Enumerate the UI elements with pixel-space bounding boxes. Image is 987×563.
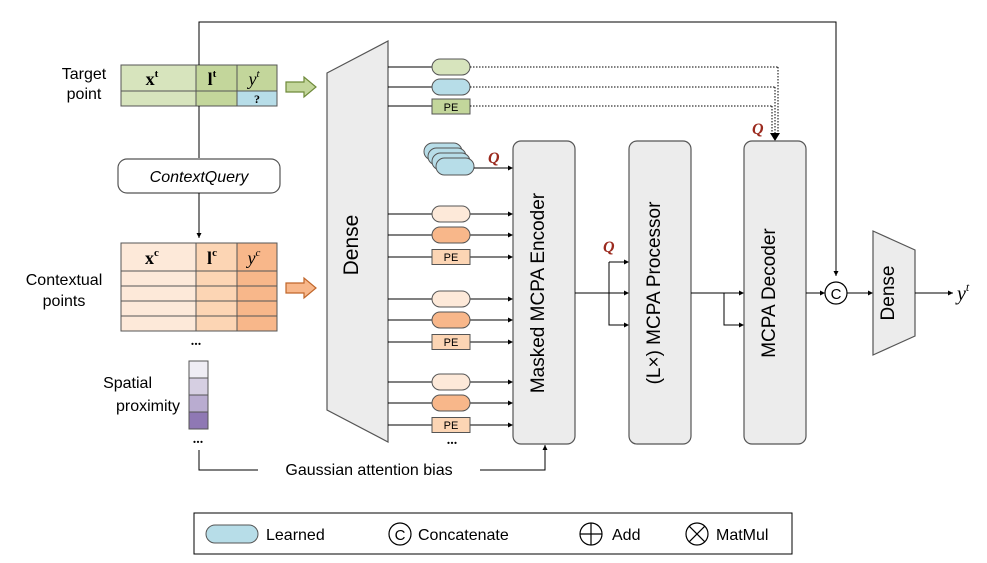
spatial-proximity-label-line1: Spatial: [103, 375, 152, 392]
context-pe-label: PE: [444, 420, 459, 432]
target-row2-l: [195, 90, 238, 107]
dense-block: [326, 40, 389, 443]
decoder-label: MCPA Decoder: [759, 228, 780, 358]
target-table: xt lt yt ?: [120, 64, 278, 107]
target-cell-y: [236, 64, 278, 92]
context-embed-token: [431, 290, 471, 308]
embedding-ellipsis: ...: [447, 433, 458, 448]
context-embed-token: [431, 205, 471, 223]
proximity-ellipsis: ...: [193, 432, 204, 447]
context-row-cell: [120, 315, 197, 332]
context-pe-label: PE: [444, 252, 459, 264]
context-pe-box: [431, 417, 471, 433]
proximity-cell: [188, 394, 209, 413]
legend-matmul-label: MatMul: [716, 527, 768, 544]
context-pe-box: [431, 249, 471, 265]
contextual-points-label-line1: Contextual: [26, 272, 103, 289]
contextual-points-label-line2: points: [43, 293, 86, 310]
processor-label: (L×) MCPA Processor: [644, 201, 665, 385]
context-row-cell: [120, 285, 197, 302]
context-pe-label: PE: [444, 337, 459, 349]
target-y-header: yt: [246, 68, 260, 89]
proximity-cell: [188, 377, 209, 396]
legend-learned-label: Learned: [266, 527, 325, 544]
proximity-cell: [188, 411, 209, 430]
target-cell-x: [120, 64, 197, 92]
output-dense-label: Dense: [878, 266, 899, 321]
legend: Learned C Concatenate Add MatMul: [193, 512, 793, 555]
legend-add-icon: [579, 522, 603, 546]
output-dense-block: [872, 230, 916, 356]
processor-q-label: Q: [603, 239, 615, 256]
context-y-header: yc: [246, 247, 261, 268]
legend-concat-icon-symbol: C: [395, 527, 406, 544]
target-to-dense-arrow: [285, 75, 317, 99]
context-embeddings: PE PE PE: [388, 205, 513, 433]
legend-matmul-icon: [685, 522, 709, 546]
encoder-q-label: Q: [488, 150, 500, 167]
target-unknown-mark: ?: [254, 92, 260, 106]
context-row-cell: [236, 300, 278, 317]
decoder-q-label: Q: [752, 121, 764, 138]
context-l-header: lc: [207, 247, 217, 268]
context-row-cell: [195, 300, 238, 317]
target-x-header: xt: [146, 68, 159, 89]
target-pe-label: PE: [444, 102, 459, 114]
proximity-cell: [188, 360, 209, 379]
context-row-cell: [120, 300, 197, 317]
context-ellipsis: ...: [191, 334, 202, 349]
legend-add-label: Add: [612, 527, 640, 544]
context-embed-token: [431, 226, 471, 244]
context-row-cell: [195, 315, 238, 332]
concat-node-symbol: C: [831, 286, 842, 303]
context-row-cell: [236, 285, 278, 302]
spatial-proximity-label-line2: proximity: [116, 398, 180, 415]
context-cell-x: [120, 242, 197, 272]
context-row-cell: [120, 270, 197, 287]
context-table: xc lc yc ...: [120, 242, 278, 349]
learned-query-token: [435, 157, 475, 176]
context-embed-token: [431, 394, 471, 412]
context-row-cell: [195, 285, 238, 302]
context-row-cell: [236, 315, 278, 332]
target-embed-token: [431, 58, 471, 76]
context-cell-y: [236, 242, 278, 272]
processor-to-decoder-branch: [723, 293, 744, 328]
target-l-header: lt: [208, 68, 217, 89]
context-row-cell: [236, 270, 278, 287]
context-x-header: xc: [145, 247, 159, 268]
context-query-label: ContextQuery: [150, 169, 250, 186]
output-label: yt: [955, 280, 970, 305]
gaussian-bias-line: [198, 450, 258, 471]
context-row-cell: [195, 270, 238, 287]
gaussian-bias-label: Gaussian attention bias: [285, 462, 452, 479]
skip-connection-line: [198, 21, 839, 276]
target-point-label-line1: Target: [62, 66, 107, 83]
legend-concat-icon: [388, 522, 412, 546]
context-embed-token: [431, 373, 471, 391]
encoder-to-processor-branch: [608, 293, 629, 328]
spatial-proximity-bar: [188, 360, 209, 430]
target-row2-x: [120, 90, 197, 107]
context-embed-token: [431, 311, 471, 329]
target-query-cell: [236, 90, 278, 107]
context-pe-box: [431, 334, 471, 350]
decoder-input-arrowhead: [770, 133, 780, 141]
gaussian-bias-arrow: [480, 445, 548, 471]
legend-concat-label: Concatenate: [418, 527, 509, 544]
context-to-dense-arrow: [285, 276, 317, 300]
encoder-label: Masked MCPA Encoder: [528, 192, 549, 393]
legend-learned-swatch: [205, 524, 259, 544]
target-cell-l: [195, 64, 238, 92]
target-embed-token: [431, 78, 471, 96]
learned-query-stack: [423, 142, 475, 176]
target-point-label-line2: point: [67, 86, 102, 103]
dense-label: Dense: [340, 215, 363, 276]
